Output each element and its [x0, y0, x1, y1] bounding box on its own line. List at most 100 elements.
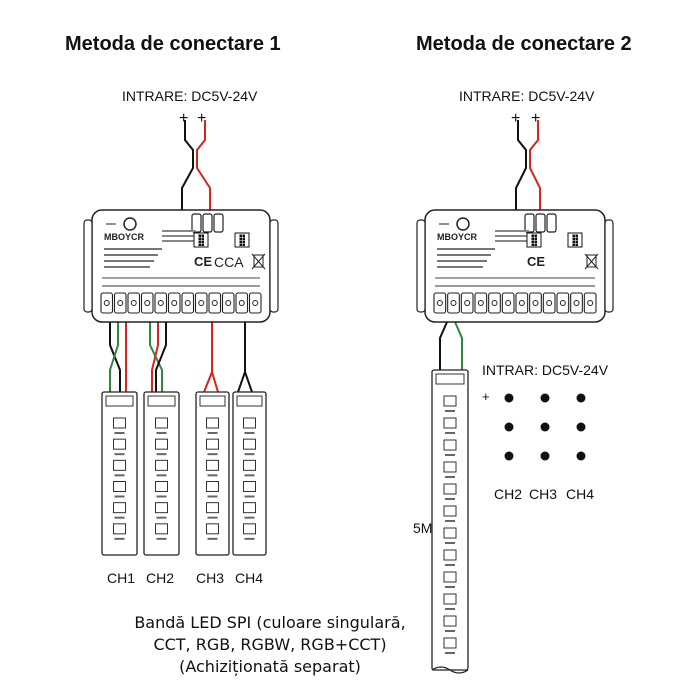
jumper-grid [504, 393, 586, 461]
m2-input-wire-black [515, 120, 527, 212]
controller-method1-bottom-terminal [167, 292, 181, 314]
controller-method2-fineprint [437, 266, 483, 268]
led-strip-ch2-resistor [156, 453, 167, 456]
jumper-pin-dot [504, 451, 514, 461]
controller-method2-qr-dot [575, 234, 578, 237]
controller-method1-bottom-terminal [235, 292, 249, 314]
controller-method1-screw [117, 300, 124, 306]
led-strip-5m-led-chip [443, 593, 457, 605]
led-strip-5m-resistor [445, 498, 455, 500]
led-strip-ch4-led-chip [243, 481, 256, 492]
ch3-wire-red [203, 322, 213, 393]
controller-method1-bottom-terminal [194, 292, 208, 314]
jumper-pin-dot [576, 393, 586, 403]
controller-method2-fineprint [437, 254, 491, 256]
controller-method1-screw [198, 300, 205, 306]
controller-method1-qr-dot [201, 240, 204, 243]
led-strip-5m-resistor [445, 586, 455, 588]
wires-layer [109, 120, 541, 393]
jumper-pin-dot [576, 422, 586, 432]
controller-method2-top-terminal [535, 213, 546, 233]
controller-method2-top-terminal [524, 213, 535, 233]
led-strip-ch3-connector [199, 395, 226, 407]
jumper-ch2: CH2 [494, 486, 523, 502]
led-strip-5m-resistor [445, 432, 455, 434]
controller-method2-bottom-terminal [433, 292, 447, 314]
controller-method2-qr-dot [575, 243, 578, 246]
controller-method1-top-terminal [202, 213, 213, 233]
jumper-input-label: INTRAR: DC5V-24V [482, 362, 609, 378]
controller-method2-screw [491, 300, 498, 306]
controller-method1-qr-code-icon [234, 232, 250, 248]
led-strip-5m-resistor [445, 608, 455, 610]
led-strip-ch3-led-chip [206, 438, 219, 450]
controller-method2-bottom-terminal [529, 292, 542, 314]
controller-method2-screw [559, 300, 566, 306]
method1-title: Metoda de conectare 1 [65, 33, 281, 55]
led-strip-5m-led-chip [443, 461, 457, 473]
led-strip-ch4-led-chip [243, 523, 256, 535]
controller-method2-screw [573, 300, 580, 306]
controller-method1-qr-dot [242, 240, 245, 243]
controller-method2-qr-dot [572, 240, 575, 243]
controller-method1-qr-dot [239, 240, 242, 243]
controller-method2-qr-code-icon [567, 232, 583, 248]
controller-method1-qr-dot [198, 234, 201, 237]
method1-plus-right: + [197, 110, 207, 127]
controller-method1-weee-cross2 [251, 253, 266, 270]
controller-method2-bottom-terminal [488, 292, 501, 314]
controller-method1-bottom-terminal [100, 292, 114, 314]
controller-method2-qr-dot [531, 237, 534, 240]
led-strip-ch3-led-chip [206, 502, 219, 514]
controller-method1-qr-dot [242, 243, 245, 246]
controller-method1-qr-dot [198, 240, 201, 243]
controller-method2-bottom-terminal [447, 292, 460, 314]
led-strip-ch4-connector [236, 395, 263, 407]
controller-method1-qr-dot [198, 243, 201, 246]
controller-method1-qr-dot [242, 237, 245, 240]
jumper-pin-dot [576, 451, 586, 461]
controller-method2-fineprint [437, 260, 487, 262]
ch2-wire-black [155, 322, 167, 392]
method1-input-label: INTRARE: DC5V-24V [122, 88, 258, 104]
controller-method2-qr-dot [534, 237, 537, 240]
led-strip-5m-resistor [445, 630, 455, 632]
controller-method2-bottom-terminal [515, 292, 529, 314]
method2-plus-right: + [531, 110, 541, 127]
led-strip-5m-led-chip [443, 549, 457, 561]
controller-method1-tab-right [269, 219, 279, 313]
led-strip-ch1-resistor [114, 453, 125, 456]
led-strip-ch2-resistor [156, 495, 167, 498]
strip-length-label: 5M [413, 520, 433, 536]
led-strip-ch1-connector [105, 395, 134, 407]
controller-method2-brand: MBOYCR [437, 232, 477, 242]
led-strip-5m [431, 369, 469, 671]
jumper-pin-dot [504, 422, 514, 432]
ch1-wire-green [109, 322, 119, 392]
led-strip-5m-resistor [445, 476, 455, 478]
channel-label-ch2: CH2 [146, 570, 175, 586]
controller-method2-bottom-terminal [501, 292, 515, 314]
method2-title: Metoda de conectare 2 [416, 33, 632, 55]
channel-label-ch4: CH4 [235, 570, 264, 586]
controller-method1-screw [171, 300, 178, 306]
led-strip-ch2-connector [147, 395, 176, 407]
ch4-wire-black-2 [244, 371, 253, 393]
led-strip-ch1-led-chip [113, 438, 126, 450]
led-strip-5m-connector [435, 373, 465, 385]
controller-method1-button-icon [123, 217, 137, 231]
controller-method2-qr-dot [575, 237, 578, 240]
controller-method2-bottom-terminal [542, 292, 556, 314]
led-strip-5m-led-chip [443, 483, 457, 495]
controller-method2-ce-mark: CE [527, 254, 545, 269]
led-strip-ch2-body [143, 391, 180, 556]
controller-method1-fineprint-mid [162, 235, 196, 237]
led-strip-ch4-led-chip [243, 502, 256, 514]
controller-method2-screw [436, 300, 443, 306]
led-strip-ch4-resistor [244, 432, 255, 434]
controller-method1-qr-dot [239, 237, 242, 240]
controller-method2-button-icon [456, 217, 470, 231]
caption-line1: Bandă LED SPI (culoare singulară, [134, 613, 406, 632]
controller-method2-bottom-terminal [570, 292, 583, 314]
